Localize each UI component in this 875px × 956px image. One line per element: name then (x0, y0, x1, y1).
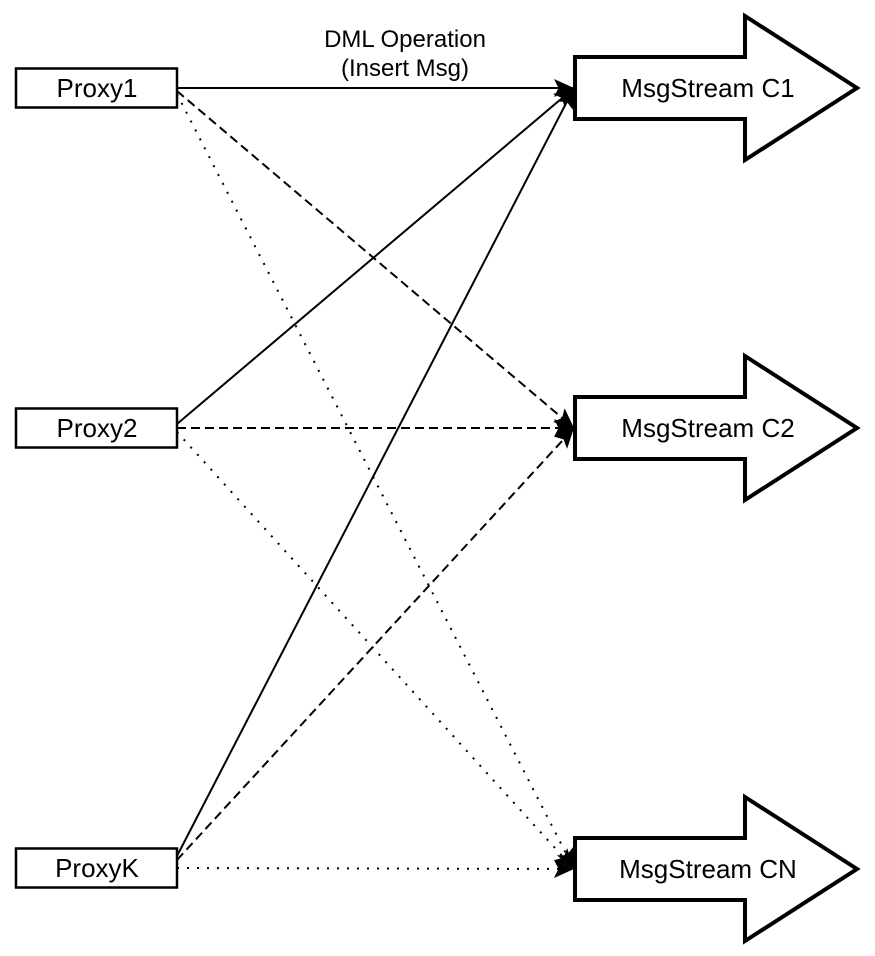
proxyk-label: ProxyK (55, 853, 139, 883)
node-proxyk: ProxyK (14, 847, 179, 889)
edge-group (176, 79, 575, 878)
edge-proxy2-cn (176, 431, 575, 870)
msgstream-c1-label: MsgStream C1 (621, 73, 794, 103)
proxyk-box (14, 847, 179, 889)
edge-proxy1-cn (176, 93, 575, 870)
edge-proxyk-cn (176, 859, 575, 878)
node-proxy2: Proxy2 (14, 407, 179, 449)
proxy2-box (14, 407, 179, 449)
proxy2-label: Proxy2 (57, 413, 138, 443)
proxy1-label: Proxy1 (57, 73, 138, 103)
node-msgstream-c2: MsgStream C2 (573, 352, 861, 504)
msgstream-c1-arrow-shape (573, 12, 861, 164)
proxy1-box (14, 67, 179, 109)
dml-operation-label-line1: DML Operation (324, 26, 486, 53)
edge-proxy1-c2 (176, 90, 575, 429)
node-msgstream-cn: MsgStream CN (573, 793, 861, 945)
edge-proxyk-c1 (176, 87, 575, 857)
node-msgstream-c1: MsgStream C1 (573, 12, 861, 164)
msgstream-cn-label: MsgStream CN (619, 854, 797, 884)
msgstream-c2-label: MsgStream C2 (621, 413, 794, 443)
msgstream-cn-arrow-shape (573, 793, 861, 945)
edge-proxyk-c2 (176, 427, 575, 861)
dml-operation-label: DML Operation (Insert Msg) (324, 26, 486, 82)
node-proxy1: Proxy1 (14, 67, 179, 109)
msgstream-c2-arrow-shape (573, 352, 861, 504)
dml-operation-label-line2: (Insert Msg) (341, 55, 469, 82)
edge-proxy2-c1 (176, 87, 575, 425)
